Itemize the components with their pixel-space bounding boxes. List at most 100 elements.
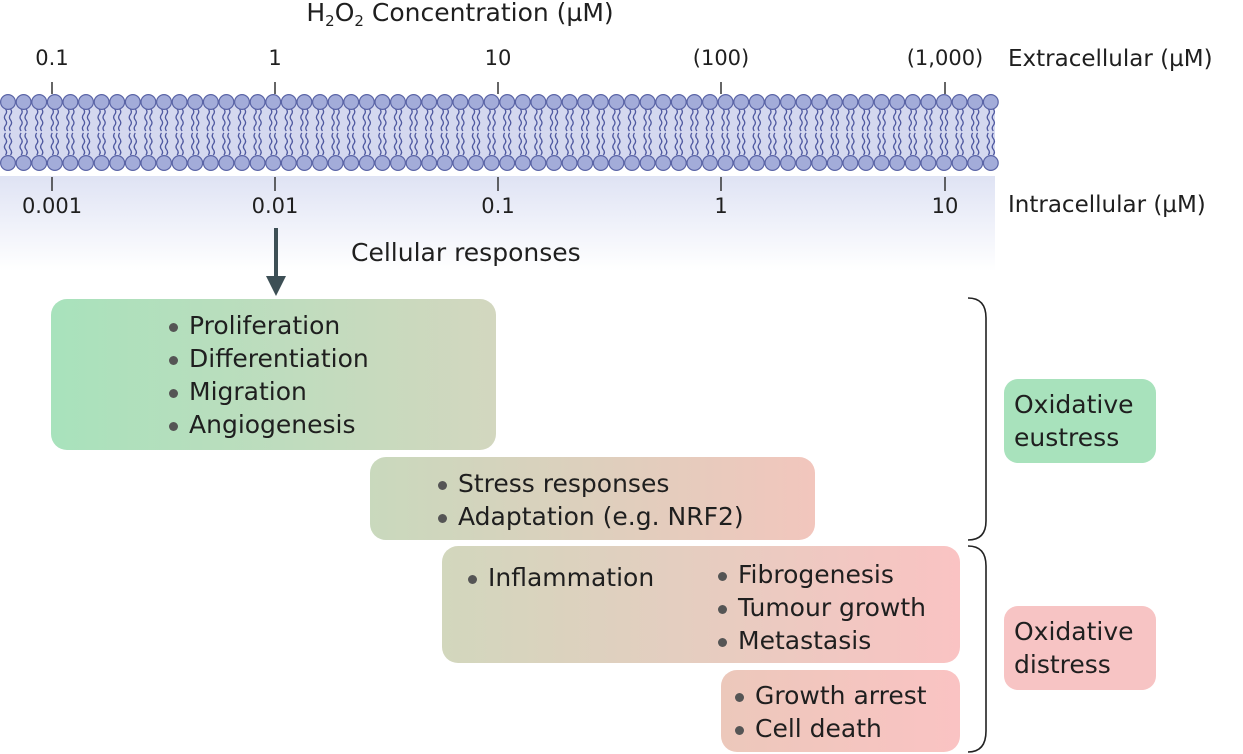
lipid-head	[670, 94, 687, 111]
lipid-head	[920, 94, 937, 111]
extracellular-tick-label: 0.1	[35, 46, 69, 70]
lipid-head	[795, 94, 812, 111]
lipid-head	[202, 154, 219, 171]
lipid-head	[764, 154, 781, 171]
list-item: Differentiation	[167, 342, 369, 375]
lipid-head	[62, 154, 79, 171]
lipid-head	[561, 154, 578, 171]
lipid-head	[0, 94, 16, 110]
lipid-head	[109, 154, 126, 171]
lipid-head	[421, 94, 438, 111]
lipid-head	[171, 94, 188, 111]
physiological-responses-box: Proliferation Differentiation Migration …	[51, 299, 496, 450]
list-item: Fibrogenesis	[716, 558, 926, 591]
lipid-head	[46, 154, 63, 171]
lipid-head	[639, 94, 656, 111]
list-item: Inflammation	[466, 561, 654, 594]
lipid-head	[405, 94, 422, 111]
lipid-head	[655, 94, 672, 111]
lipid-head	[296, 94, 313, 111]
lipid-head	[468, 94, 485, 111]
lipid-head	[748, 154, 765, 171]
lipid-head	[187, 154, 204, 171]
list-item: Growth arrest	[733, 679, 927, 712]
lipid-head	[686, 94, 703, 111]
lipid-head	[717, 154, 734, 171]
lipid-head	[374, 94, 391, 111]
lipid-head	[358, 94, 375, 111]
lipid-head	[77, 94, 94, 111]
lipid-head	[545, 154, 562, 171]
cell-death-box: Growth arrest Cell death	[721, 670, 960, 752]
lipid-head	[608, 94, 625, 111]
lipid-head	[811, 154, 828, 171]
lipid-head	[62, 94, 79, 111]
lipid-head	[982, 94, 999, 111]
lipid-head	[842, 154, 859, 171]
lipid-head	[733, 94, 750, 111]
intracellular-tick-label: 10	[931, 194, 959, 218]
lipid-head	[280, 94, 297, 111]
stress-responses-box: Stress responses Adaptation (e.g. NRF2)	[370, 457, 815, 540]
intracellular-tick-label: 0.1	[481, 194, 515, 218]
lipid-head	[764, 94, 781, 111]
extracellular-tick-label: 1	[268, 46, 282, 70]
lipid-head	[717, 94, 734, 111]
lipid-head	[93, 154, 110, 171]
lipid-head	[390, 94, 407, 111]
lipid-head	[904, 94, 921, 111]
lipid-head	[218, 94, 235, 111]
lipid-head	[499, 154, 516, 171]
lipid-head	[265, 94, 282, 111]
diagram-title: H2O2 Concentration (µM)	[306, 0, 614, 30]
lipid-head	[124, 154, 141, 171]
list-item: Migration	[167, 375, 369, 408]
intracellular-tick-label: 1	[714, 194, 728, 218]
inflammation-pathology-box: Inflammation Fibrogenesis Tumour growth …	[442, 546, 960, 663]
lipid-head	[608, 154, 625, 171]
lipid-head	[156, 154, 173, 171]
list-item: Tumour growth	[716, 591, 926, 624]
lipid-head	[77, 154, 94, 171]
lipid-head	[967, 94, 984, 111]
lipid-head	[234, 154, 251, 171]
lipid-head	[280, 154, 297, 171]
lipid-head	[701, 154, 718, 171]
lipid-head	[967, 154, 984, 171]
extracellular-label: Extracellular (µM)	[1008, 46, 1213, 72]
lipid-head	[374, 154, 391, 171]
lipid-head	[530, 94, 547, 111]
lipid-head	[514, 94, 531, 111]
lipid-head	[514, 154, 531, 171]
lipid-head	[826, 94, 843, 111]
lipid-head	[296, 154, 313, 171]
lipid-head	[218, 154, 235, 171]
lipid-head	[639, 154, 656, 171]
lipid-head	[920, 154, 937, 171]
lipid-head	[483, 94, 500, 111]
eustress-line1: Oxidative	[1014, 390, 1134, 419]
lipid-head	[93, 94, 110, 111]
list-item: Cell death	[733, 712, 927, 745]
lipid-head	[982, 154, 999, 171]
lipid-head	[701, 94, 718, 111]
list-item: Adaptation (e.g. NRF2)	[436, 500, 744, 533]
cellular-responses-label: Cellular responses	[351, 238, 581, 267]
lipid-head	[530, 154, 547, 171]
oxidative-distress-badge: Oxidative distress	[1004, 606, 1156, 690]
lipid-head	[358, 154, 375, 171]
lipid-bilayer-membrane	[0, 82, 999, 191]
lipid-head	[889, 154, 906, 171]
lipid-head	[249, 154, 266, 171]
lipid-head	[327, 94, 344, 111]
lipid-head	[561, 94, 578, 111]
lipid-head	[889, 94, 906, 111]
lipid-head	[592, 154, 609, 171]
lipid-head	[592, 94, 609, 111]
lipid-head	[857, 154, 874, 171]
lipid-head	[779, 154, 796, 171]
lipid-head	[483, 154, 500, 171]
lipid-head	[124, 94, 141, 111]
lipid-head	[405, 154, 422, 171]
lipid-head	[312, 94, 329, 111]
